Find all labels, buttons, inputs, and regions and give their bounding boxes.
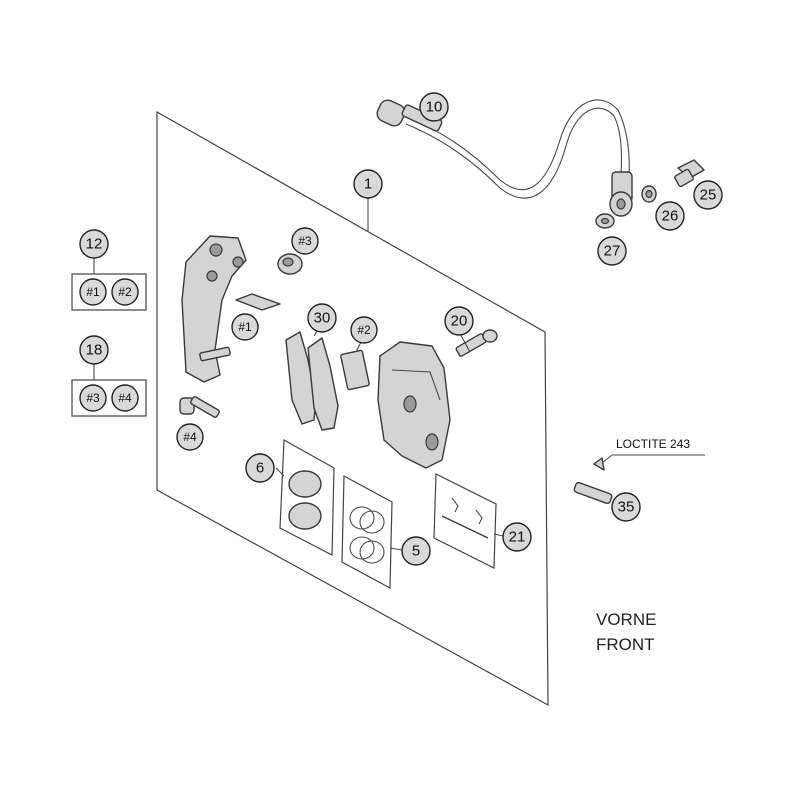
callout-21[interactable]: 21 — [502, 522, 532, 552]
callout-18[interactable]: 18 — [79, 335, 109, 365]
svg-text:1: 1 — [364, 176, 372, 193]
svg-text:25: 25 — [700, 187, 717, 204]
banjo-fitting-top — [376, 99, 406, 127]
orientation-line-2: FRONT — [596, 635, 655, 654]
svg-text:#1: #1 — [86, 285, 100, 299]
pad-retainer-part — [340, 349, 370, 391]
callout-30[interactable]: 30 — [307, 303, 337, 333]
svg-text:#4: #4 — [118, 391, 132, 405]
callout-26[interactable]: 26 — [655, 201, 685, 231]
brake-line-hose — [376, 99, 633, 217]
loctite-note: LOCTITE 243 — [616, 437, 690, 451]
svg-text:26: 26 — [662, 208, 679, 225]
ref-4-callout[interactable]: #4 — [176, 423, 204, 451]
svg-text:10: 10 — [426, 99, 443, 116]
svg-text:5: 5 — [412, 543, 420, 560]
ref-1-callout[interactable]: #1 — [231, 313, 259, 341]
callout-35[interactable]: 35 — [611, 492, 641, 522]
svg-text:27: 27 — [604, 243, 621, 260]
callout-20[interactable]: 20 — [444, 306, 474, 336]
pin-kit-frame — [433, 473, 497, 569]
brake-pad-right — [307, 337, 339, 431]
orientation-line-1: VORNE — [596, 610, 656, 629]
banjo-bolt-part — [674, 159, 705, 188]
svg-text:30: 30 — [314, 310, 331, 327]
caliper-bracket-part — [181, 235, 247, 383]
svg-text:18: 18 — [86, 342, 103, 359]
assembly-panel — [156, 110, 549, 707]
seal-ring-2 — [359, 510, 385, 534]
seal-ring-1 — [349, 506, 375, 530]
kit-12-ref-1[interactable]: #1 — [79, 278, 107, 306]
svg-text:#3: #3 — [298, 234, 312, 248]
svg-text:6: 6 — [256, 460, 264, 477]
callout-1[interactable]: 1 — [353, 169, 383, 199]
svg-text:20: 20 — [451, 313, 468, 330]
svg-text:#3: #3 — [86, 391, 100, 405]
svg-text:#1: #1 — [238, 320, 252, 334]
svg-text:#2: #2 — [357, 323, 371, 337]
callout-27[interactable]: 27 — [597, 236, 627, 266]
seal-ring-3 — [349, 536, 375, 560]
callout-6[interactable]: 6 — [245, 453, 275, 483]
svg-text:#2: #2 — [118, 285, 132, 299]
kit-18-ref-4[interactable]: #4 — [111, 384, 139, 412]
bleeder-valve-part — [455, 329, 498, 357]
seal-ring-4 — [359, 540, 385, 564]
bracket-bolt-part — [179, 396, 220, 418]
guide-pin — [441, 515, 489, 539]
pad-spring-part — [235, 293, 281, 311]
kit-18-ref-3[interactable]: #3 — [79, 384, 107, 412]
callout-5[interactable]: 5 — [401, 536, 431, 566]
ref-2-callout[interactable]: #2 — [350, 316, 378, 344]
piston-upper — [288, 470, 322, 498]
callout-12[interactable]: 12 — [79, 229, 109, 259]
mounting-bolt-part — [573, 457, 613, 505]
piston-lower — [288, 502, 322, 530]
callout-10[interactable]: 10 — [419, 92, 449, 122]
svg-text:12: 12 — [86, 236, 103, 253]
ref-3-callout[interactable]: #3 — [291, 227, 319, 255]
svg-text:21: 21 — [509, 529, 526, 546]
kit-12-ref-2[interactable]: #2 — [111, 278, 139, 306]
svg-text:#4: #4 — [183, 430, 197, 444]
callout-25[interactable]: 25 — [693, 180, 723, 210]
svg-text:35: 35 — [618, 499, 635, 516]
